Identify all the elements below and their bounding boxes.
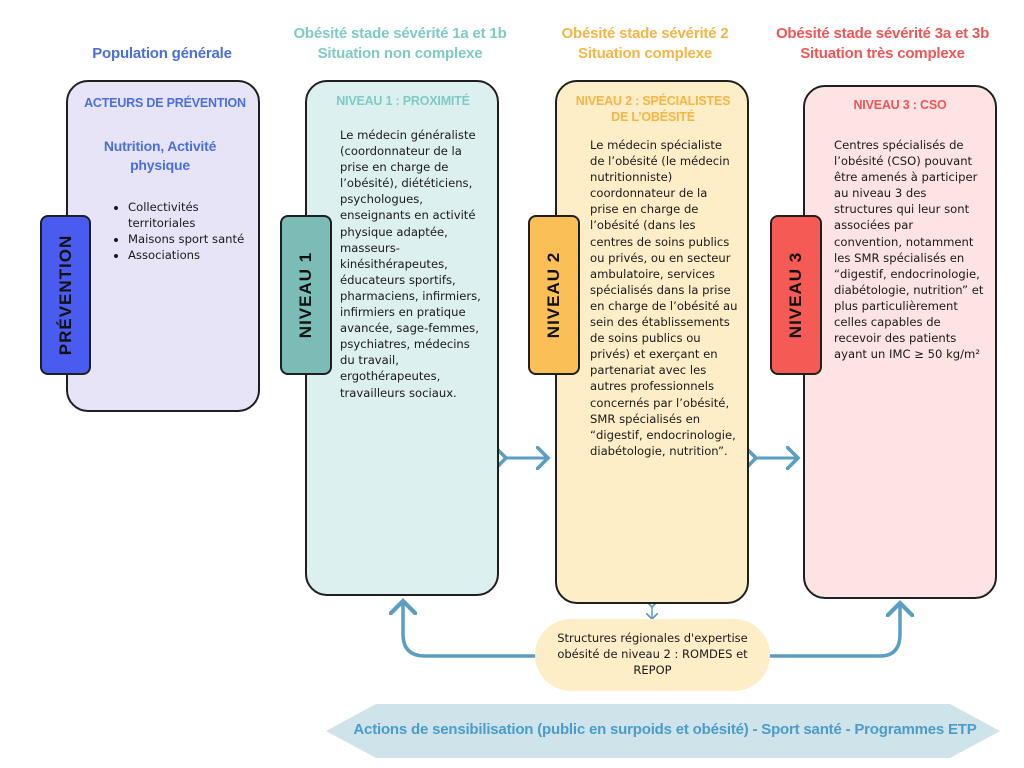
niveau1-tab-label: NIVEAU 1 bbox=[296, 251, 315, 339]
prevention-subtitle: Nutrition, Activité physique bbox=[103, 138, 217, 173]
arrow-regional-niveau1 bbox=[403, 601, 540, 658]
list-item: Maisons sport santé bbox=[128, 231, 250, 247]
banner-text: Actions de sensibilisation (public en su… bbox=[353, 721, 977, 738]
niveau2-text: Le médecin spécialiste de l’obésité (le … bbox=[590, 138, 738, 458]
header-niveau2: Obésité stade sévérité 2 Situation compl… bbox=[561, 25, 729, 62]
niveau2-tab: NIVEAU 2 bbox=[528, 215, 580, 375]
regional-text: Structures régionales d'expertise obésit… bbox=[557, 631, 748, 677]
niveau2-box bbox=[555, 80, 749, 604]
niveau2-tab-label: NIVEAU 2 bbox=[544, 251, 563, 339]
banner-shape bbox=[326, 704, 1000, 758]
niveau1-box bbox=[305, 80, 499, 596]
header-niveau3: Obésité stade sévérité 3a et 3b Situatio… bbox=[775, 25, 990, 62]
niveau1-title: NIVEAU 1 : PROXIMITÉ bbox=[336, 94, 470, 108]
niveau1-text: Le médecin généraliste (coordonnateur de… bbox=[340, 128, 481, 400]
niveau2-title: NIVEAU 2 : SPÉCIALISTES DE L’OBÉSITÉ bbox=[575, 94, 731, 124]
regional-structures bbox=[535, 619, 770, 691]
niveau3-box bbox=[803, 85, 997, 599]
niveau3-tab-label: NIVEAU 3 bbox=[786, 251, 805, 339]
header-niveau1: Obésité stade sévérité 1a et 1b Situatio… bbox=[293, 25, 507, 62]
niveau3-tab: NIVEAU 3 bbox=[770, 215, 822, 375]
prevention-tab: PRÉVENTION bbox=[40, 215, 91, 375]
niveau3-title: NIVEAU 3 : CSO bbox=[853, 98, 947, 112]
list-item: Collectivités territoriales bbox=[128, 199, 250, 231]
prevention-tab-label: PRÉVENTION bbox=[55, 234, 75, 356]
niveau3-text: Centres spécialisés de l’obésité (CSO) p… bbox=[834, 138, 984, 362]
prevention-box bbox=[66, 80, 260, 412]
niveau1-tab: NIVEAU 1 bbox=[280, 215, 332, 375]
prevention-title: ACTEURS DE PRÉVENTION bbox=[84, 96, 246, 110]
list-item: Associations bbox=[128, 247, 250, 263]
arrow-regional-niveau3 bbox=[768, 603, 900, 658]
prevention-list: Collectivités territoriales Maisons spor… bbox=[110, 199, 250, 263]
header-population: Population générale bbox=[92, 45, 232, 62]
